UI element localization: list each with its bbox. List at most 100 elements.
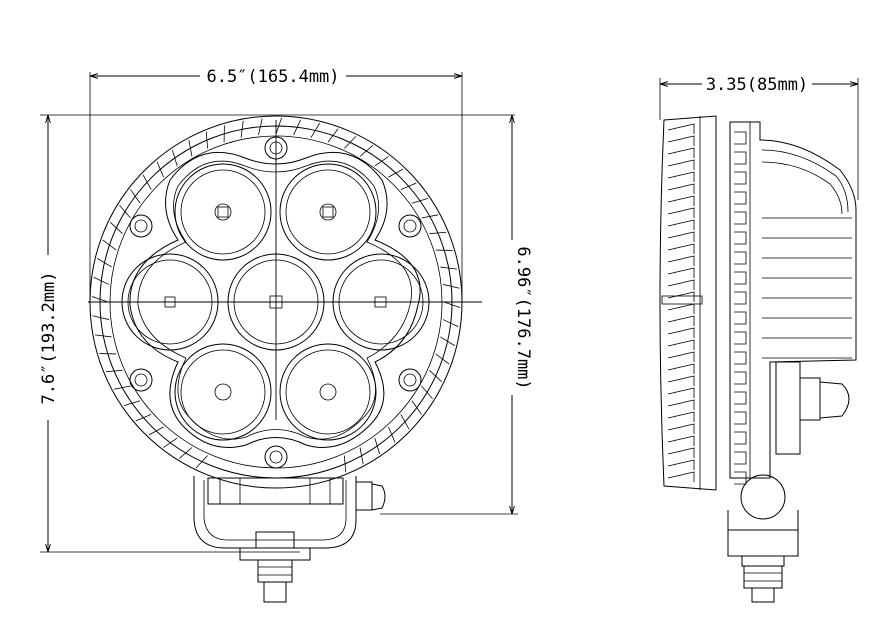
bezel-fin-line xyxy=(667,435,695,446)
bezel-fin-line xyxy=(667,231,695,242)
side-body xyxy=(729,121,857,485)
fin-line xyxy=(135,414,152,422)
bezel-fin-line xyxy=(667,351,695,362)
fin-line xyxy=(163,437,178,448)
bezel-fin-line xyxy=(667,267,695,278)
width-label: 6.5″(165.4mm) xyxy=(206,67,339,87)
body-fins xyxy=(734,131,852,485)
fin-line xyxy=(440,336,455,346)
bezel-fin-line xyxy=(667,123,695,134)
fin-line xyxy=(94,334,112,338)
bezel-fin-line xyxy=(667,411,695,422)
fin-line xyxy=(442,284,460,289)
fin-line xyxy=(359,145,374,157)
width-dimension: 6.5″(165.4mm) xyxy=(89,67,463,300)
fin-line xyxy=(374,156,389,167)
fin-line xyxy=(411,400,422,415)
front-view: 6.5″(165.4mm) 7.6″(193.2mm) 6.96″(176.7m… xyxy=(39,67,533,603)
fin-line xyxy=(123,400,141,407)
body-fin-slot xyxy=(734,351,747,365)
body-fin-slot xyxy=(734,331,747,345)
fin-line xyxy=(119,204,131,219)
body-fin-slot xyxy=(734,211,747,225)
bezel-fin-line xyxy=(667,135,695,146)
bezel-fin-line xyxy=(667,159,695,170)
body-fin-slot xyxy=(734,391,747,405)
fin-line xyxy=(93,276,110,285)
fin-line xyxy=(113,385,131,390)
fin-line xyxy=(442,319,459,328)
side-bezel xyxy=(659,115,717,491)
fin-line xyxy=(359,447,364,465)
fin-line xyxy=(130,189,141,204)
depth-label: 3.35(85mm) xyxy=(706,75,808,95)
bezel-fin-line xyxy=(667,303,695,314)
fin-line xyxy=(92,315,110,320)
fin-line xyxy=(435,353,450,365)
bezel-fin-line xyxy=(667,459,695,470)
bezel-fins xyxy=(667,123,695,482)
fin-line xyxy=(148,426,164,436)
body-fin-slot xyxy=(734,291,747,305)
fin-line xyxy=(421,214,439,219)
fin-line xyxy=(102,239,117,251)
fin-line xyxy=(91,296,109,303)
bezel-fin-line xyxy=(667,327,695,338)
fin-line xyxy=(400,414,410,430)
bezel-fin-line xyxy=(667,219,695,230)
bezel-fin-line xyxy=(667,375,695,386)
fin-line xyxy=(171,149,178,167)
bezel-fin-line xyxy=(667,447,695,458)
bezel-fin-line xyxy=(667,291,695,302)
fin-line xyxy=(275,117,282,135)
bezel-fin-line xyxy=(667,243,695,254)
bezel-fin-line xyxy=(667,399,695,410)
body-fin-slot xyxy=(734,411,747,425)
reflector-frame xyxy=(129,151,421,448)
body-fin-slot xyxy=(734,131,747,145)
fin-line xyxy=(258,118,263,136)
bezel-fin-line xyxy=(667,147,695,158)
fin-line xyxy=(344,135,357,149)
fin-line xyxy=(188,139,193,157)
bezel-fin-line xyxy=(667,315,695,326)
body-fin-slot xyxy=(734,191,747,205)
body-fin-slot xyxy=(734,251,747,265)
led-middle-left xyxy=(121,253,219,351)
body-fin-slot xyxy=(734,171,747,185)
mounting-bracket xyxy=(193,476,386,603)
fin-line xyxy=(440,266,458,270)
depth-dimension: 3.35(85mm) xyxy=(659,75,859,200)
body-fin-slot xyxy=(734,151,747,165)
led-top-left xyxy=(174,163,272,261)
fin-line xyxy=(105,369,123,373)
bezel-fin-line xyxy=(667,279,695,290)
bezel-fin-line xyxy=(667,363,695,374)
bezel-fin-line xyxy=(667,171,695,182)
fin-line xyxy=(388,426,396,443)
fin-line xyxy=(310,123,320,138)
bezel-fin-line xyxy=(667,339,695,350)
body-fin-slot xyxy=(734,371,747,385)
fin-line xyxy=(156,161,164,178)
fin-line xyxy=(178,447,193,459)
led-bottom-right xyxy=(279,343,377,441)
led-array xyxy=(121,163,430,441)
led-center xyxy=(227,253,325,351)
bezel-fin-line xyxy=(667,255,695,266)
fin-line xyxy=(411,197,429,204)
body-height-label: 6.96″(176.7mm) xyxy=(513,246,533,389)
screw-holes xyxy=(129,136,422,469)
body-fin-slot xyxy=(734,271,747,285)
fin-line xyxy=(109,221,123,234)
fin-line xyxy=(400,182,417,190)
total-height-dimension: 7.6″(193.2mm) xyxy=(39,114,515,553)
fin-line xyxy=(195,455,208,469)
led-top-right xyxy=(279,163,377,261)
fin-line xyxy=(327,128,339,143)
body-fin-slot xyxy=(734,451,747,465)
body-fin-slot xyxy=(734,431,747,445)
side-connector xyxy=(775,361,850,455)
body-height-dimension: 6.96″(176.7mm) xyxy=(380,115,533,515)
